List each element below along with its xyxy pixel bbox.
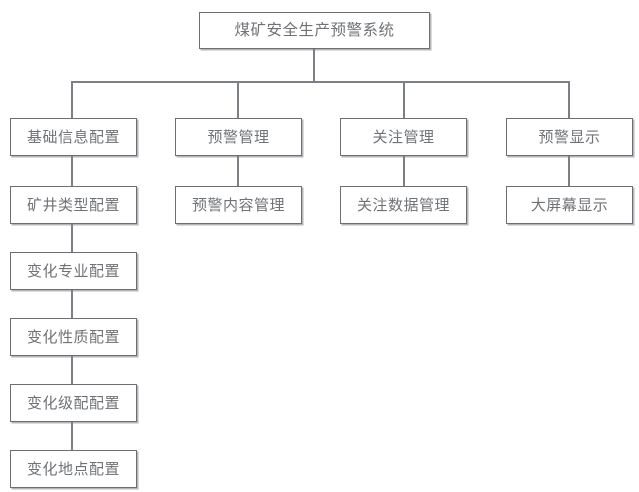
connector-b1-c3-to-c4 [71, 356, 73, 384]
connector-b1-c1-to-c2 [71, 224, 73, 252]
node-b1-c1[interactable]: 矿井类型配置 [10, 186, 137, 224]
node-b1-c2[interactable]: 变化专业配置 [10, 252, 137, 290]
node-b2-c1[interactable]: 预警内容管理 [175, 186, 302, 224]
node-b3-c1[interactable]: 关注数据管理 [340, 186, 467, 224]
node-branch-1[interactable]: 基础信息配置 [10, 118, 137, 156]
connector-branch-2-to-child-1 [237, 156, 239, 186]
node-b1-c4[interactable]: 变化级配配置 [10, 384, 137, 422]
node-b1-c5[interactable]: 变化地点配置 [10, 450, 137, 488]
node-branch-4[interactable]: 预警显示 [506, 118, 633, 156]
connector-root-to-bus [313, 49, 315, 82]
connector-b1-c4-to-c5 [71, 422, 73, 450]
connector-bus-to-branch-2 [237, 81, 239, 118]
connector-branch-4-to-child-1 [568, 156, 570, 186]
connector-bus-to-branch-4 [568, 81, 570, 118]
connector-bus-to-branch-1 [71, 81, 73, 118]
node-branch-2[interactable]: 预警管理 [175, 118, 302, 156]
connector-branch-3-to-child-1 [403, 156, 405, 186]
connector-b1-c2-to-c3 [71, 290, 73, 318]
connector-bus-to-branch-3 [403, 81, 405, 118]
node-b4-c1[interactable]: 大屏幕显示 [506, 186, 633, 224]
connector-bus-horizontal [72, 81, 569, 83]
node-root[interactable]: 煤矿安全生产预警系统 [199, 12, 430, 49]
node-branch-3[interactable]: 关注管理 [340, 118, 467, 156]
node-b1-c3[interactable]: 变化性质配置 [10, 318, 137, 356]
connector-branch-1-to-child-1 [71, 156, 73, 186]
